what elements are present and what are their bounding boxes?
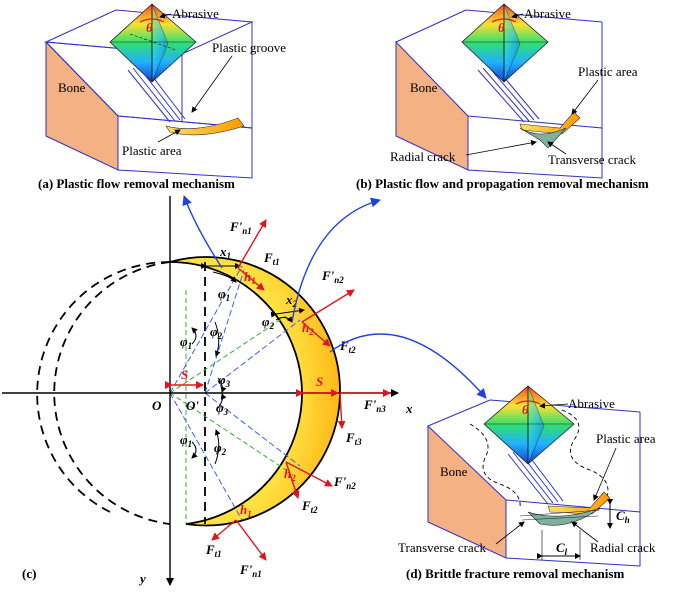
phi1-top-label: φ1 [218,286,230,303]
force-arrows [211,219,391,561]
x1-label: x1 [219,244,231,261]
phi2-right-label: φ2 [262,314,275,331]
Fn1-bottom-label: F'n1 [239,562,262,579]
panel-b: θ Abrasive Plastic area Bone Radial crac… [356,3,649,191]
x2-label: x2 [285,292,298,309]
bone-label-b: Bone [410,80,438,95]
caption-b: (b) Plastic flow and propagation removal… [356,176,649,191]
plastic-area-label-d: Plastic area [596,431,656,446]
phi2-upper-label: φ2 [210,324,223,341]
dashed-circle-Oprime [36,261,171,513]
theta-label-b: θ [498,20,505,35]
blue-guides [169,265,301,521]
abrasive-a: θ [109,3,197,83]
crescent-removal-area [169,256,341,527]
caption-c: (c) [22,566,36,581]
abrasive-label-b: Abrasive [524,6,571,21]
panel-a: θ Abrasive Plastic groove Bone Plastic a… [38,3,286,191]
Ft1-top-label: Ft1 [263,250,280,267]
x-axis-label: x [405,401,413,416]
Ch-label: Ch [616,508,630,525]
abrasive-d: θ [483,385,575,465]
transverse-crack-label-b: Transverse crack [548,152,636,167]
bone-label-d: Bone [440,464,468,479]
S-label-edge: S [316,374,323,389]
bone-block-left-face-d [427,424,507,559]
abrasive-label-d: Abrasive [568,396,615,411]
radial-crack-label-d: Radial crack [590,540,656,555]
Fn2-top-label: F'n2 [321,268,344,285]
Fn1-top-label: F'n1 [229,219,252,236]
radial-crack-label-b: Radial crack [390,149,456,164]
arrow-to-panel-d [329,333,487,399]
crack-zone-right [561,409,609,501]
bone-label-a: Bone [58,80,86,95]
h1-bottom-label: h1 [240,502,252,519]
origin-Oprime-label: O' [186,398,199,413]
arrow-to-panel-b [291,197,381,323]
caption-d: (d) Brittle fracture removal mechanism [406,566,624,581]
origin-O-label: O [152,398,162,413]
arrow-to-panel-a [182,195,223,269]
h2-top-label: h2 [302,320,314,337]
abrasive-b: θ [461,3,549,83]
bone-block-left-face [45,40,119,171]
caption-a: (a) Plastic flow removal mechanism [38,176,235,191]
panel-c: x y O O' S S φ1 φ1 φ2 φ3 φ3 φ1 φ2 φ2 x1 [2,195,487,586]
y-axis-label: y [138,571,146,586]
S-label-center: S [181,367,188,382]
phi3-upper-label: φ3 [218,372,231,389]
phi1-left-label: φ1 [180,334,192,351]
plastic-area-shape [165,117,245,136]
green-guides [169,290,287,524]
theta-label-d: θ [522,402,529,417]
h2-bottom-label: h2 [284,466,296,483]
plastic-area-label-a: Plastic area [122,143,182,158]
bone-block-front-face-b [467,115,603,179]
theta-label-a: θ [146,20,153,35]
plastic-area-label-b: Plastic area [578,64,638,79]
phi1-lower-label: φ1 [180,432,192,449]
Cl-label: Cl [556,540,568,557]
crack-zone-left [469,423,521,509]
angle-arcs [191,271,293,465]
transverse-crack-label-d: Transverse crack [398,540,486,555]
phi2-lower-label: φ2 [214,440,227,457]
Ft2-top-label: Ft2 [339,338,356,355]
Fn2-bottom-label: F'n2 [333,474,356,491]
Fn3-label: F'n3 [363,397,386,414]
abrasive-label-a: Abrasive [172,6,219,21]
panel-d: θ Abrasive Plastic area Bone Transverse … [398,385,656,581]
Ft3-label: Ft3 [345,430,362,447]
phi3-lower-label: φ3 [216,400,229,417]
Ft2-bottom-label: Ft2 [301,498,318,515]
groove-label-a: Plastic groove [212,40,286,55]
plastic-area-shape-d [547,491,611,515]
Ft1-bottom-label: Ft1 [205,542,222,559]
crack-shape-d [527,507,601,526]
